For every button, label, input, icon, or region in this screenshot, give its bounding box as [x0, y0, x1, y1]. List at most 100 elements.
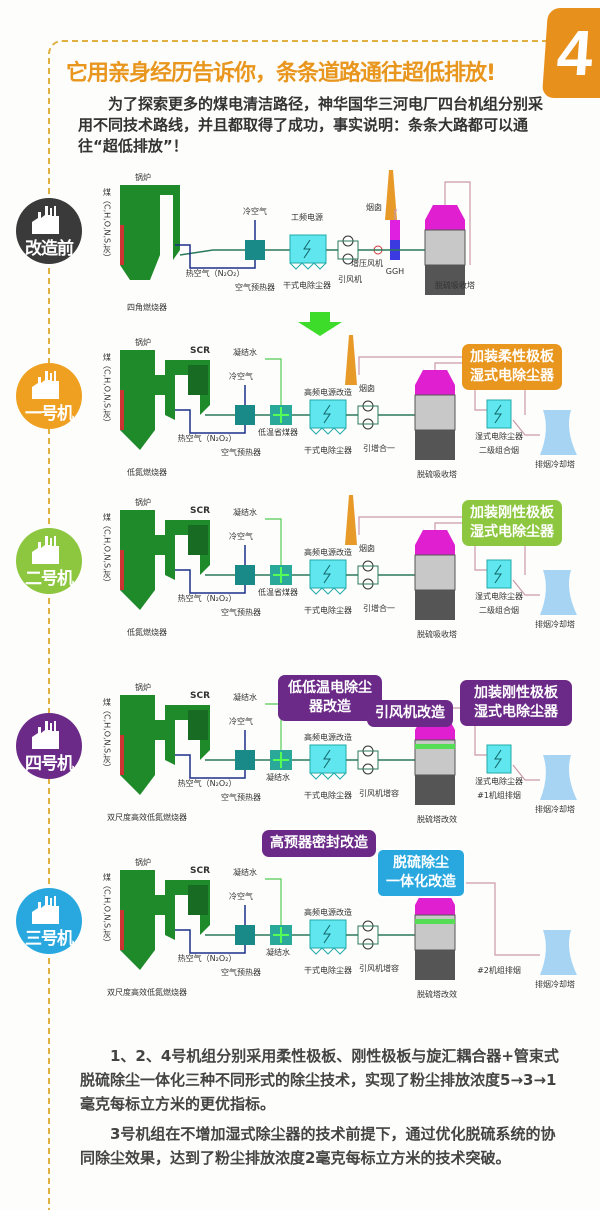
label-esp-top: 高频电源改造	[304, 732, 352, 742]
label-burner: 双尺度高效低氮燃烧器	[107, 987, 187, 997]
chimney	[345, 495, 357, 545]
boiler-shape	[120, 870, 210, 970]
unit-badge-0: 改造前	[16, 198, 82, 264]
boiler-shape	[120, 510, 210, 610]
label-burner: 低氮燃烧器	[127, 467, 167, 477]
label-esp-top: 高频电源改造	[304, 547, 352, 557]
label-chimney: 烟囱	[359, 383, 375, 393]
air-preheater	[245, 240, 265, 260]
hot-air-line	[175, 754, 246, 779]
unit-badge-4: 三号机	[16, 888, 82, 954]
label-coal: 煤（C,H,O,N,S,灰）	[103, 872, 112, 947]
absorber-tower-top	[415, 370, 455, 395]
label-wesp-bottom: #2机组排烟	[477, 965, 521, 975]
unit-badge-2: 二号机	[16, 528, 82, 594]
label-cooling: 排烟冷却塔	[535, 459, 575, 469]
burner-zone	[120, 550, 124, 590]
label-burner: 四角燃烧器	[127, 302, 167, 312]
unit-badge-label: 改造前	[25, 239, 74, 259]
factory-icon	[32, 371, 59, 399]
label-air-preheater: 空气预热器	[221, 792, 261, 802]
green-down-arrow-icon	[298, 312, 342, 336]
label-esp: 干式电除尘器	[283, 280, 331, 290]
section-number-badge: 4	[541, 8, 600, 98]
label-booster: 增压风机	[351, 258, 383, 268]
cooling-tower	[540, 755, 577, 800]
label-burner: 双尺度高效低氮燃烧器	[107, 812, 187, 822]
label-condensate: 凝结水	[233, 692, 257, 702]
label-hot-air: 热空气（N₂O₂）	[178, 593, 237, 603]
label-cooling: 排烟冷却塔	[535, 979, 575, 989]
factory-icon	[32, 721, 59, 749]
cooling-tower	[540, 570, 577, 615]
label-cold-air: 冷空气	[229, 531, 253, 541]
label-scr: SCR	[190, 506, 210, 516]
label-burner: 低氮燃烧器	[127, 627, 167, 637]
label-tower: 脱硫吸收塔	[417, 629, 457, 639]
callout-unit3: 脱硫除尘一体化改造	[376, 848, 466, 898]
label-chimney: 烟囱	[366, 202, 382, 212]
chimney	[345, 335, 357, 385]
label-condensate: 凝结水	[233, 347, 257, 357]
label-scr: SCR	[190, 691, 210, 701]
label-wesp-bottom: 二级组合烟	[479, 445, 519, 455]
air-preheater	[235, 925, 255, 945]
factory-icon	[32, 896, 59, 924]
label-boiler: 锅炉	[135, 172, 151, 182]
boiler-shape	[120, 350, 210, 450]
label-condensate: 凝结水	[233, 867, 257, 877]
label-wesp-bottom: #1机组排烟	[477, 790, 521, 800]
air-preheater	[235, 405, 255, 425]
label-scr: SCR	[190, 866, 210, 876]
label-tower: 脱硫塔改效	[417, 814, 457, 824]
label-cold-air: 冷空气	[229, 716, 253, 726]
label-cold-air: 冷空气	[243, 206, 267, 216]
label-cooling: 排烟冷却塔	[535, 619, 575, 629]
callout-unit4-fan: 引风机改造	[367, 700, 453, 727]
absorber-tower	[415, 590, 455, 620]
label-air-preheater: 空气预热器	[221, 967, 261, 977]
burner-zone	[120, 225, 124, 265]
chimney	[385, 170, 397, 220]
hot-air-line	[175, 569, 246, 594]
burner-zone	[120, 910, 124, 950]
process-diagram-1: 锅炉SCR煤（C,H,O,N,S,灰）低氮燃烧器凝结水冷空气热空气（N₂O₂）空…	[103, 335, 577, 479]
label-boiler: 锅炉	[135, 857, 151, 867]
label-economizer: 凝结水	[266, 772, 290, 782]
intro-paragraph: 为了探索更多的煤电清洁路径，神华国华三河电厂四台机组分别采用不同技术路线，并且都…	[78, 95, 544, 155]
label-esp-top: 高频电源改造	[304, 387, 352, 397]
hot-air-line	[175, 929, 246, 954]
label-hot-air: 热空气（N₂O₂）	[178, 953, 237, 963]
callout-unit4-wesp: 加装刚性极板湿式电除尘器	[460, 680, 572, 726]
label-ggh: GGH	[386, 267, 404, 276]
label-wesp: 湿式电除尘器	[475, 431, 523, 441]
label-economizer: 低温省煤器	[258, 587, 298, 597]
callout-unit2: 加装刚性极板湿式电除尘器	[462, 500, 562, 546]
boiler-shape	[120, 695, 210, 795]
label-fan: 引风机增容	[359, 788, 399, 798]
dashed-frame	[48, 40, 600, 1210]
label-scr: SCR	[190, 346, 210, 356]
label-esp-top: 工频电源	[291, 212, 323, 222]
label-cooling: 排烟冷却塔	[535, 804, 575, 814]
burner-zone	[120, 735, 124, 775]
air-preheater	[235, 750, 255, 770]
label-coal: 煤（C,H,O,N,S,灰）	[103, 697, 112, 772]
absorber-tower	[425, 265, 465, 295]
process-diagram-4: 锅炉 SCR 煤（C,H,O,N,S,灰） 双尺度高效低氮燃烧器 凝结水冷空气热空气（N…	[103, 857, 577, 999]
label-esp: 干式电除尘器	[304, 790, 352, 800]
scr-reactor	[188, 525, 208, 555]
label-tower: 脱硫吸收塔	[417, 469, 457, 479]
scr-reactor	[188, 885, 208, 915]
process-diagram-0: 锅炉煤（C,H,O,N,S,灰）四角燃烧器冷空气热空气（N₂O₂）空气预热器工频…	[103, 170, 475, 312]
label-tower: 脱硫塔改效	[417, 989, 457, 999]
cooling-tower	[540, 930, 577, 975]
label-cold-air: 冷空气	[229, 891, 253, 901]
label-fan: 引增合一	[363, 603, 395, 613]
absorber-tower-top	[425, 205, 465, 230]
hot-air-line	[175, 244, 256, 269]
label-boiler: 锅炉	[135, 497, 151, 507]
unit-badge-3: 四号机	[16, 713, 82, 779]
label-boiler: 锅炉	[135, 682, 151, 692]
unit-badge-1: 一号机	[16, 363, 82, 429]
